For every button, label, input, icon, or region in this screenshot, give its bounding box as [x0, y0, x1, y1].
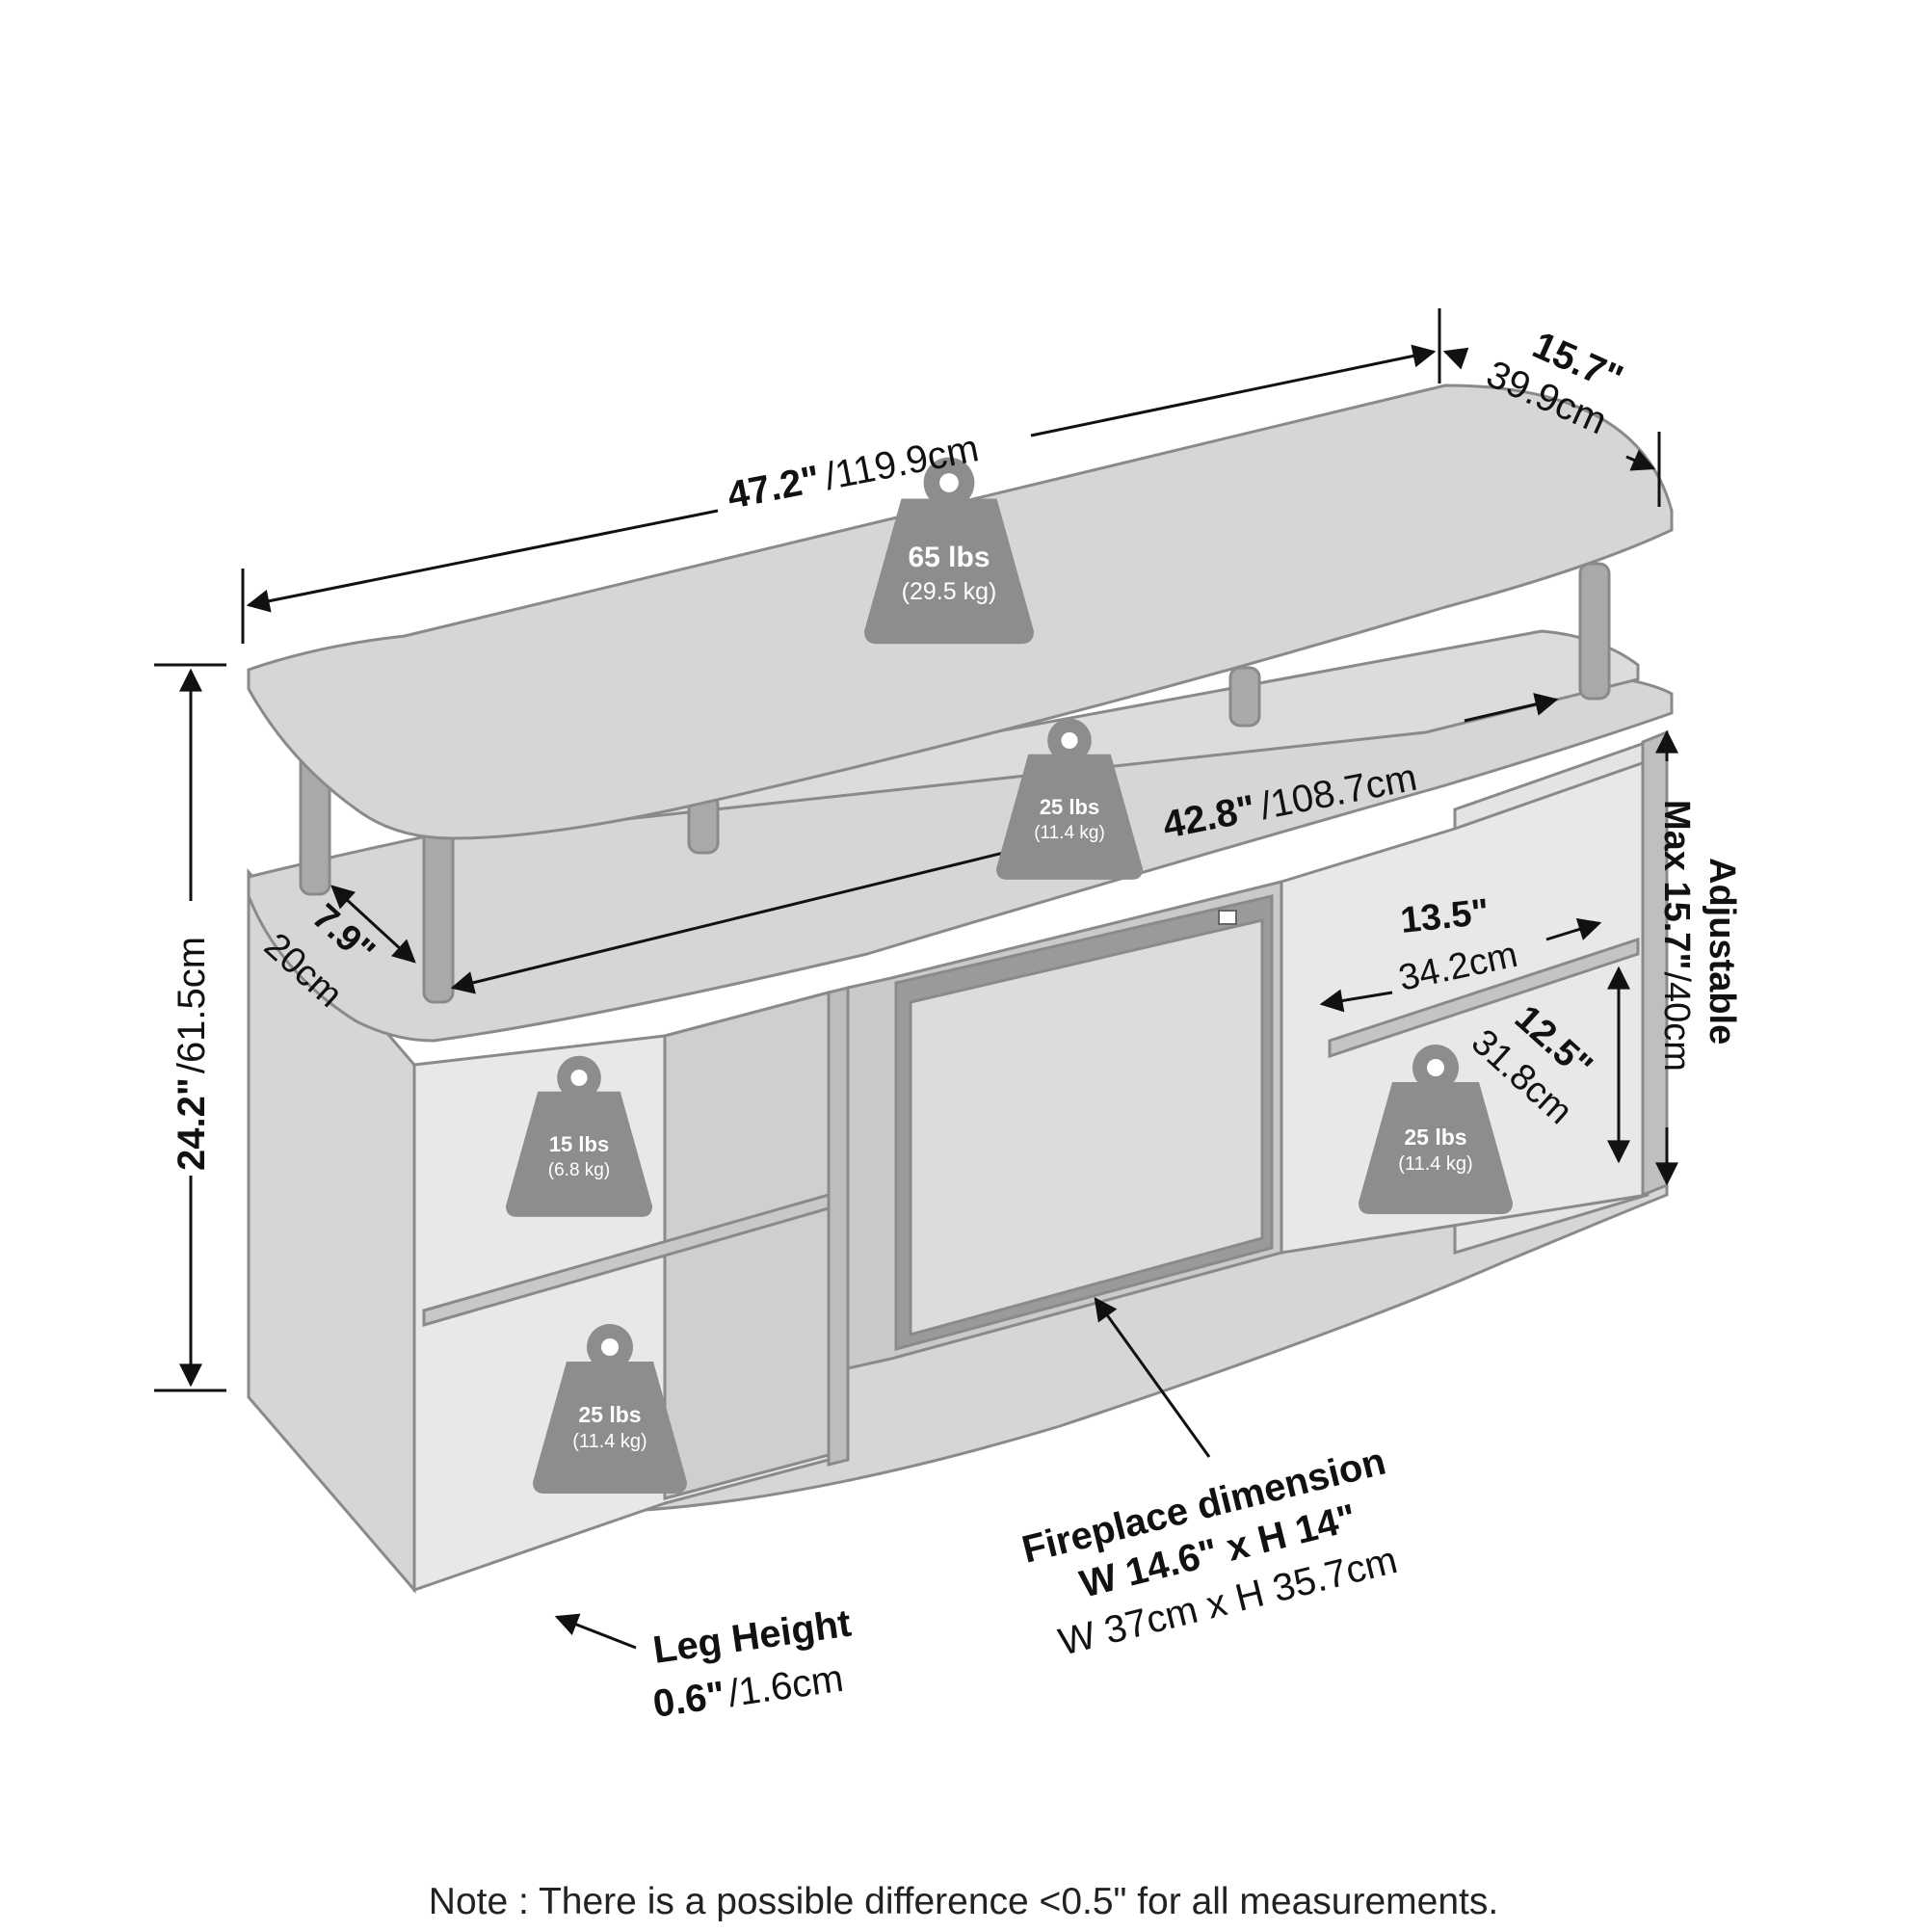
- weight-top-lbs: 65 lbs: [908, 542, 990, 573]
- weight-right-kg: (11.4 kg): [1398, 1153, 1472, 1175]
- top-depth-line: [1442, 347, 1469, 370]
- measurement-note: Note : There is a possible difference <0…: [428, 1881, 1499, 1922]
- fireplace-button: [1218, 910, 1237, 925]
- weight-left-lower-lbs: 25 lbs: [578, 1402, 641, 1427]
- adjustable-title: Adjustable: [1702, 858, 1742, 1045]
- riser-leg: [1228, 666, 1261, 728]
- top-width-line: [1030, 344, 1437, 437]
- fireplace-pointer: [1094, 1297, 1211, 1458]
- top-width-line: [246, 509, 719, 613]
- fireplace-screen: [909, 918, 1264, 1337]
- weight-left-lower-kg: (11.4 kg): [572, 1431, 647, 1452]
- shelf-width-in: 13.5": [1399, 892, 1491, 941]
- adjustable-value: Max 15.7"/40cm: [1656, 800, 1697, 1072]
- height-label: 24.2"/61.5cm: [171, 937, 213, 1171]
- right-shelf: [1328, 937, 1640, 1059]
- weight-middle-lbs: 25 lbs: [1040, 795, 1099, 819]
- middle-width-line: [1464, 693, 1559, 723]
- leg-pointer: [554, 1613, 637, 1650]
- weight-right-lbs: 25 lbs: [1404, 1125, 1466, 1150]
- riser-depth-line: [330, 885, 416, 964]
- weight-middle-kg: (11.4 kg): [1034, 823, 1105, 843]
- weight-left-upper-kg: (6.8 kg): [548, 1160, 610, 1180]
- middle-width-line: [450, 846, 1024, 994]
- shelf-width-line: [1545, 917, 1602, 941]
- weight-top-kg: (29.5 kg): [902, 578, 997, 605]
- top-depth-line: [1625, 449, 1656, 471]
- dimension-lines: [154, 308, 1678, 1650]
- shelf-width-line: [1319, 989, 1393, 1013]
- tv-stand-illustration: [247, 384, 1674, 1595]
- weight-left-upper-lbs: 15 lbs: [549, 1132, 609, 1156]
- riser-leg: [422, 827, 455, 1004]
- riser-leg: [1578, 562, 1611, 701]
- divider-panel: [827, 986, 850, 1467]
